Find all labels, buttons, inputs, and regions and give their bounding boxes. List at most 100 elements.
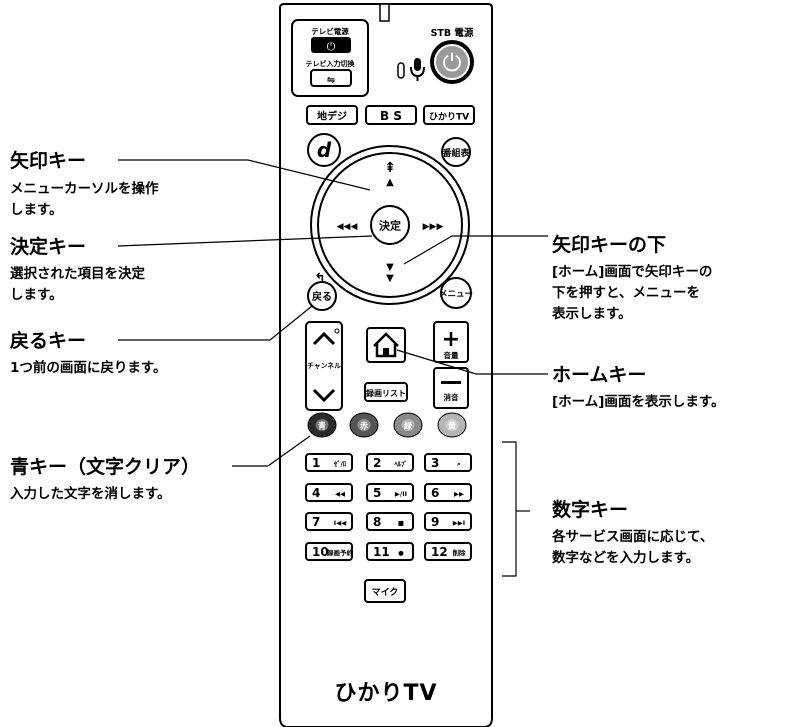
number-button-sub: I◀◀ xyxy=(334,519,346,527)
stb-power-icon: ⏻ xyxy=(443,49,462,77)
number-button-sub: ● xyxy=(398,549,404,557)
number-button-sub: ▶/II xyxy=(395,490,407,498)
down-arrow-desc: 表示します。 xyxy=(552,305,632,322)
number-button[interactable] xyxy=(305,453,353,472)
number-button-digit: 5 xyxy=(373,486,381,500)
arrow-down-icon-2: ▼ xyxy=(386,273,394,284)
leader-line-enter xyxy=(117,235,373,247)
stb-power-button[interactable] xyxy=(434,44,470,80)
number-button[interactable] xyxy=(424,483,472,502)
volume-down-icon xyxy=(441,381,461,384)
color-button-center xyxy=(315,419,329,431)
enter-key-desc: 選択された項目を決定 xyxy=(10,265,145,282)
tv-power-label: テレビ電源 xyxy=(311,26,349,36)
enter-label: 決定 xyxy=(379,219,401,233)
mic-button[interactable] xyxy=(364,579,406,603)
back-button[interactable] xyxy=(307,281,337,311)
channel-up-icon[interactable] xyxy=(312,331,336,346)
mute-label: 消音 xyxy=(444,392,459,402)
menu-button[interactable] xyxy=(440,277,472,309)
recording-list-button[interactable] xyxy=(364,382,408,402)
terrestrial-label: 地デジ xyxy=(317,110,347,123)
number-button-sub: ｾﾞ/ﾛ xyxy=(333,459,346,468)
number-button[interactable] xyxy=(366,512,414,531)
number-button[interactable] xyxy=(305,512,353,531)
number-button-sub: ▶▶ xyxy=(454,490,464,498)
power-icon: ⏻ xyxy=(327,40,336,53)
color-button-label: 緑 xyxy=(404,421,413,431)
color-button[interactable] xyxy=(437,412,467,438)
leader-line-down xyxy=(403,235,453,265)
leader-line-blue-2 xyxy=(267,435,311,467)
down-arrow-title: 矢印キーの下 xyxy=(552,233,666,256)
volume-up-icon: + xyxy=(442,327,460,352)
program-guide-button[interactable] xyxy=(441,137,471,167)
number-button[interactable] xyxy=(305,542,353,561)
number-keys-desc: 各サービス画面に応じて、 xyxy=(551,528,713,545)
down-arrow-desc: [ホーム]画面で矢印キーの xyxy=(552,263,712,280)
arrow-down-icon[interactable]: ▼ xyxy=(386,262,394,273)
home-key-title: ホームキー xyxy=(552,364,646,386)
number-button[interactable] xyxy=(424,453,472,472)
number-button-digit: 6 xyxy=(431,486,439,500)
back-key-title: 戻るキー xyxy=(10,329,86,352)
number-button-digit: 12 xyxy=(431,545,448,559)
number-button[interactable] xyxy=(424,512,472,531)
color-button[interactable] xyxy=(307,412,337,438)
color-button[interactable] xyxy=(349,412,379,438)
bs-button[interactable] xyxy=(365,105,417,125)
arrow-up-icon-2: ▲ xyxy=(386,177,394,188)
back-arrow-icon: ↰ xyxy=(314,271,326,287)
d-button[interactable] xyxy=(307,133,341,167)
number-button-sub: ﾍﾙﾌﾟ xyxy=(394,459,408,468)
color-button-label: 黄 xyxy=(448,421,456,431)
hikari-tv-label: ひかりTV xyxy=(429,112,469,123)
recording-list-label: 録画リスト xyxy=(366,388,406,398)
hikari-tv-button[interactable] xyxy=(423,105,475,125)
stb-power-label: STB 電源 xyxy=(431,27,474,39)
program-guide-label: 番組表 xyxy=(441,147,470,159)
number-button-digit: 4 xyxy=(312,486,320,500)
number-button-sub: 録画予約 xyxy=(327,548,354,557)
number-button-digit: 8 xyxy=(373,515,381,529)
home-key-desc: [ホーム]画面を表示します。 xyxy=(552,393,725,410)
number-button[interactable] xyxy=(424,542,472,561)
volume-up-button[interactable] xyxy=(433,321,469,363)
number-button[interactable] xyxy=(366,483,414,502)
enter-button[interactable] xyxy=(370,205,410,245)
number-button-digit: 11 xyxy=(373,545,390,559)
arrow-up-icon[interactable]: ⇞ xyxy=(384,160,396,176)
number-button-sub: ⌕ xyxy=(456,460,461,468)
bs-label: B S xyxy=(380,109,402,123)
d-label: d xyxy=(317,138,332,162)
leader-line-arrow-2 xyxy=(247,159,371,191)
channel-down-icon[interactable] xyxy=(312,388,336,403)
color-button-center xyxy=(445,419,459,431)
arrow-left-icon[interactable]: ◀◀◀ xyxy=(337,222,358,232)
home-icon xyxy=(373,332,399,358)
mute-button[interactable] xyxy=(433,367,469,409)
arrow-keys-title: 矢印キー xyxy=(10,149,86,172)
number-button[interactable] xyxy=(366,542,414,561)
color-button[interactable] xyxy=(393,412,423,438)
back-label: 戻る xyxy=(311,290,332,303)
blue-key-title: 青キー（文字クリア） xyxy=(10,455,200,478)
enter-key-desc: します。 xyxy=(10,287,63,303)
tv-power-button[interactable] xyxy=(311,37,351,53)
number-button[interactable] xyxy=(366,453,414,472)
number-keys-desc: 数字などを入力します。 xyxy=(552,549,699,566)
color-buttons: 青赤緑黄 xyxy=(307,412,467,438)
back-key-desc: 1つ前の画面に戻ります。 xyxy=(10,359,167,376)
color-button-center xyxy=(357,419,371,431)
mic-hole xyxy=(397,62,405,79)
number-button[interactable] xyxy=(305,483,353,502)
tv-input-button[interactable] xyxy=(310,69,352,87)
volume-label: 音量 xyxy=(444,350,459,360)
color-button-label: 赤 xyxy=(360,421,368,431)
tactile-dot xyxy=(334,328,340,334)
arrow-keys-desc: します。 xyxy=(10,202,63,218)
terrestrial-button[interactable] xyxy=(306,105,358,125)
arrow-right-icon[interactable]: ▶▶▶ xyxy=(423,222,444,232)
